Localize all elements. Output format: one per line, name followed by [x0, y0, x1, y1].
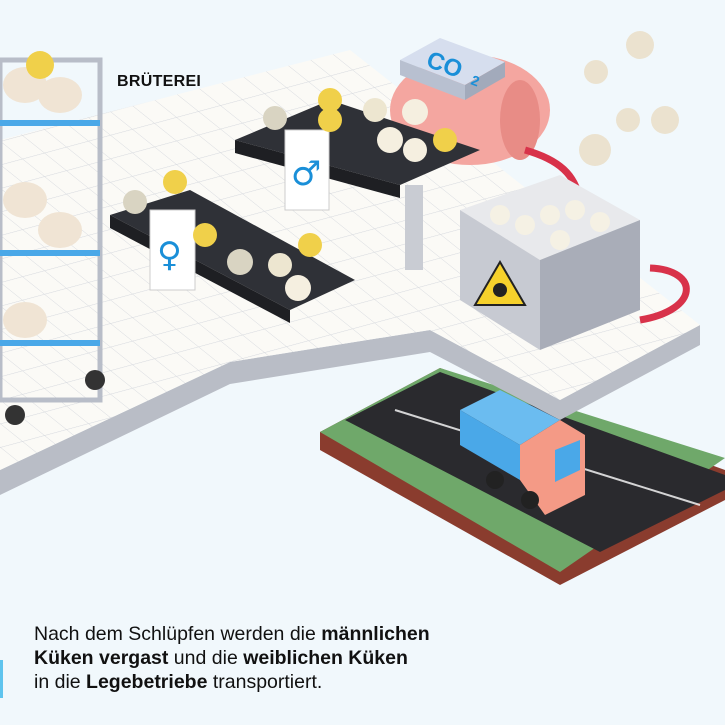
- caption-text: und die: [168, 647, 244, 669]
- accent-bar: [0, 660, 3, 698]
- caption-line-2: Küken vergast und die weiblichen Küken: [34, 646, 430, 670]
- caption-bold: Küken vergast: [34, 647, 169, 669]
- caption-bold: Legebetriebe: [86, 671, 208, 693]
- gas-chamber: [460, 175, 640, 350]
- caption-text: Nach dem Schlüpfen werden die: [34, 623, 322, 645]
- male-symbol: ♂: [291, 154, 321, 194]
- caption-bold: männlichen: [321, 623, 430, 645]
- caption-bold: weiblichen Küken: [243, 647, 408, 669]
- hatchery-floor: [0, 50, 700, 495]
- caption-line-3: in die Legebetriebe transportiert.: [34, 670, 430, 694]
- co2-tank: CO 2: [390, 38, 550, 165]
- male-sign-board: [284, 129, 330, 211]
- hatchery-title: BRÜTEREI: [117, 73, 202, 90]
- caption-text: transportiert.: [207, 671, 323, 693]
- female-sign-board: [149, 209, 196, 291]
- female-symbol: ♀: [157, 235, 182, 275]
- male-chicks: [263, 88, 457, 162]
- conveyor-belt-male: ♂: [235, 100, 480, 270]
- caption: Nach dem Schlüpfen werden die männlichen…: [34, 622, 430, 694]
- egg-trolley: [0, 51, 105, 425]
- skull-cloud: [579, 31, 679, 166]
- female-chicks: [123, 170, 322, 301]
- truck: [460, 390, 585, 515]
- gas-pipe-side: [639, 264, 690, 324]
- caption-text: in die: [34, 671, 87, 693]
- caption-line-1: Nach dem Schlüpfen werden die männlichen: [34, 622, 430, 646]
- skull-icon: [493, 283, 507, 297]
